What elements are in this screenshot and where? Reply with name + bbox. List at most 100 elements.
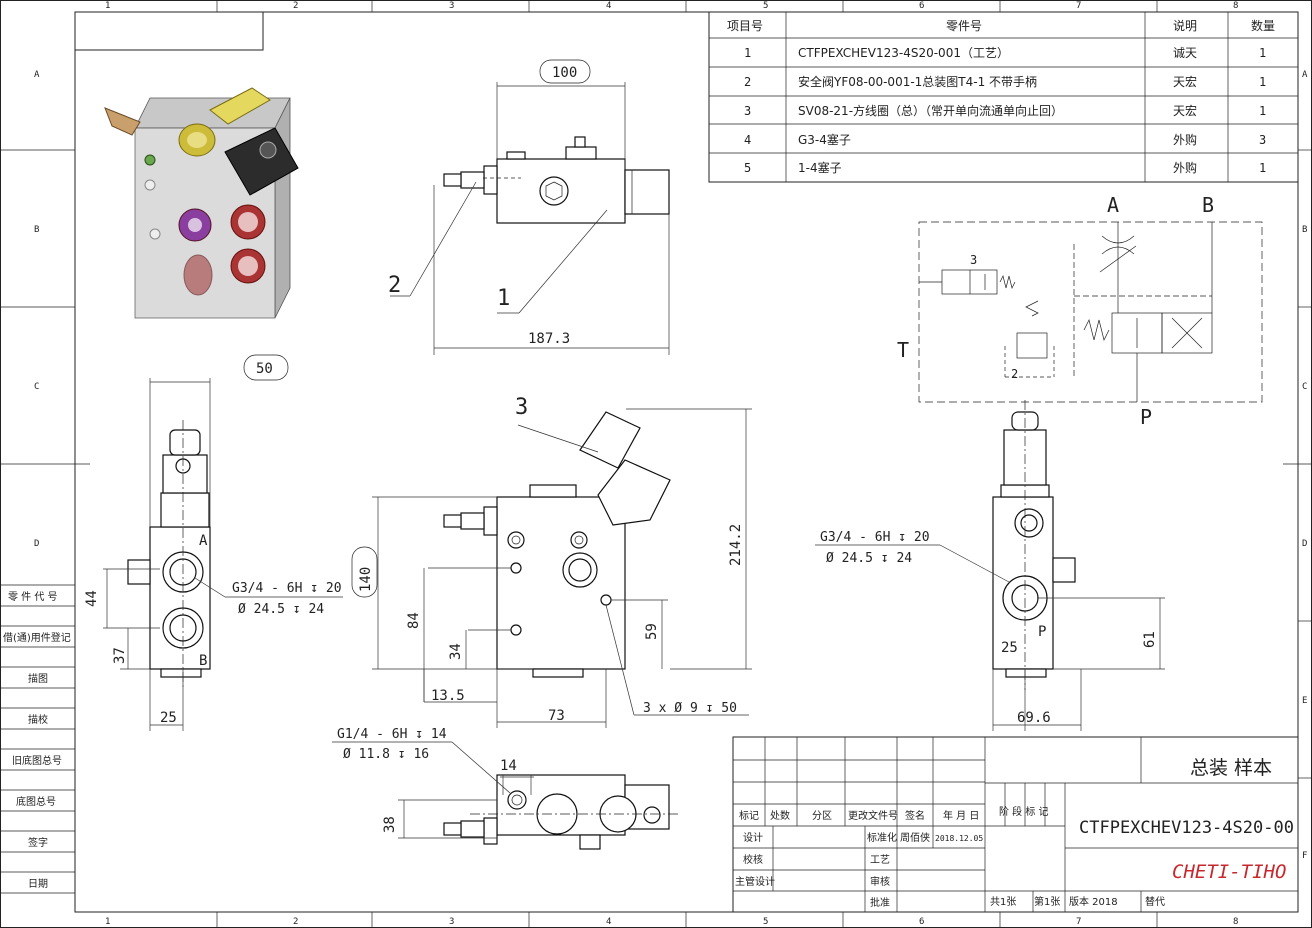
tb-date: 2018.12.05: [935, 834, 983, 843]
col-label: 6: [919, 917, 924, 927]
dim-front-84: 84: [406, 612, 422, 629]
left-port-a: A: [199, 533, 208, 549]
dim-front-13-5: 13.5: [431, 688, 465, 704]
strip-date: 日期: [28, 878, 48, 890]
hydraulic-schematic: A B T P 3 2: [897, 193, 1263, 429]
tb-sign: 签名: [905, 809, 925, 822]
tb-sheets: 共1张: [990, 896, 1016, 908]
dim-front-73: 73: [548, 708, 565, 724]
balloon-2: 2: [388, 273, 401, 298]
bom-cell: 天宏: [1173, 74, 1197, 89]
dim-right-61: 61: [1142, 631, 1158, 648]
row-label: D: [34, 539, 39, 549]
bom-cell: 天宏: [1173, 103, 1197, 118]
tb-chief: 主管设计: [735, 875, 775, 888]
right-side-view: G3/4 - 6H ↧ 20 Ø 24.5 ↧ 24 25 P 61 69.6: [815, 400, 1165, 731]
title-block: 总装 样本 CTFPEXCHEV123-4S20-00 CHETI-TIHO 标…: [732, 736, 1299, 913]
bottom-thread-callout: G1/4 - 6H ↧ 14: [337, 727, 447, 742]
bom-cell: 1: [1259, 75, 1266, 89]
row-label: E: [1302, 696, 1307, 706]
tb-approve: 批准: [870, 896, 890, 909]
top-view: 100 187.3 2 1: [388, 59, 670, 355]
front-view: 140 214.2 84 34 59 13.5 73 3 x Ø 9 ↧ 50 …: [351, 395, 752, 728]
col-label: 5: [763, 917, 768, 927]
row-label: A: [34, 70, 40, 80]
tb-version: 版本 2018: [1069, 895, 1118, 908]
left-side-view: 50 44 37 25 A B G3/4 - 6H ↧ 20 Ø 24.5 ↧ …: [84, 354, 343, 731]
dim-front-214: 214.2: [728, 524, 744, 566]
right-thread-callout: G3/4 - 6H ↧ 20: [820, 530, 930, 545]
tb-mark: 标记: [739, 810, 759, 822]
dim-front-34: 34: [448, 643, 464, 660]
bom-cell: 诚天: [1173, 46, 1197, 60]
tb-process: 工艺: [870, 854, 890, 866]
bom-cell: 安全阀YF08-00-001-1总装图T4-1 不带手柄: [798, 74, 1037, 89]
dim-left-25: 25: [160, 710, 177, 726]
col-label: 2: [293, 1, 298, 11]
right-port-p: P: [1038, 624, 1046, 640]
tb-design: 设计: [743, 831, 763, 844]
tb-standard: 标准化: [867, 831, 897, 844]
strip-borrowed: 借(通)用件登记: [3, 631, 71, 644]
bom-cell: 1: [1259, 161, 1266, 175]
col-label: 8: [1233, 1, 1238, 11]
tb-replace: 替代: [1145, 895, 1165, 908]
bom-cell: 2: [744, 75, 751, 89]
strip-part-code: 零 件 代 号: [8, 591, 58, 603]
bom-header-desc: 说明: [1173, 18, 1197, 33]
dim-top-length: 187.3: [528, 331, 570, 347]
bom-cell: SV08-21-方线圈（总）（常开单向流通单向止回）: [798, 103, 1063, 118]
tb-change-doc: 更改文件号: [848, 809, 898, 822]
tb-sheet-no: 第1张: [1034, 895, 1060, 908]
bom-table: 项目号 零件号 说明 数量 1 CTFPEXCHEV123-4S20-001（工…: [708, 11, 1299, 183]
left-thread-callout-b: Ø 24.5 ↧ 24: [238, 602, 324, 617]
bom-cell: 1: [744, 46, 751, 60]
dim-right-69-6: 69.6: [1017, 710, 1051, 726]
bom-cell: 3: [1259, 133, 1266, 147]
strip-base-number: 底图总号: [16, 795, 56, 808]
bom-header-item: 项目号: [727, 19, 763, 33]
col-label: 4: [606, 917, 611, 927]
row-label: C: [1302, 382, 1307, 392]
company-logo-text: CHETI-TIHO: [1172, 861, 1286, 883]
port-b: B: [1202, 193, 1214, 217]
dim-left-width: 50: [256, 361, 273, 377]
col-label: 3: [449, 917, 454, 927]
title-text: 总装 样本: [1190, 757, 1272, 779]
right-thread-callout-b: Ø 24.5 ↧ 24: [826, 551, 912, 566]
tb-designer: 周佰侠: [900, 831, 930, 844]
row-label: C: [34, 382, 39, 392]
port-p: P: [1140, 405, 1152, 429]
col-label: 1: [105, 917, 110, 927]
balloon-1: 1: [497, 286, 510, 311]
col-label: 3: [449, 1, 454, 11]
bom-header-qty: 数量: [1251, 18, 1275, 33]
col-label: 7: [1076, 917, 1081, 927]
tb-stage: 阶 段 标 记: [999, 805, 1049, 818]
dim-bottom-38: 38: [382, 816, 398, 833]
row-label: A: [1302, 70, 1308, 80]
isometric-3d-view: [104, 87, 299, 319]
dim-left-44: 44: [84, 590, 100, 607]
bom-cell: 1-4塞子: [798, 160, 842, 175]
bom-cell: G3-4塞子: [798, 132, 851, 147]
bom-cell: 5: [744, 161, 751, 175]
dim-left-37: 37: [112, 647, 128, 664]
dim-right-25: 25: [1001, 640, 1018, 656]
col-label: 8: [1233, 917, 1238, 927]
left-approval-strip: 零 件 代 号 借(通)用件登记 描图 描校 旧底图总号 底图总号 签字 日期: [0, 584, 75, 894]
port-a: A: [1107, 193, 1119, 217]
bom-cell: 外购: [1173, 160, 1197, 175]
strip-signature: 签字: [28, 836, 48, 849]
dim-top-width: 100: [552, 65, 577, 81]
bom-cell: 3: [744, 104, 751, 118]
strip-tracing: 描图: [28, 672, 48, 685]
row-label: F: [1302, 851, 1307, 861]
schematic-label-3: 3: [970, 253, 977, 267]
dim-front-59: 59: [644, 623, 660, 640]
row-label: B: [1302, 225, 1307, 235]
col-label: 5: [763, 1, 768, 11]
strip-old-number: 旧底图总号: [12, 754, 62, 767]
tb-zone: 分区: [812, 810, 832, 822]
